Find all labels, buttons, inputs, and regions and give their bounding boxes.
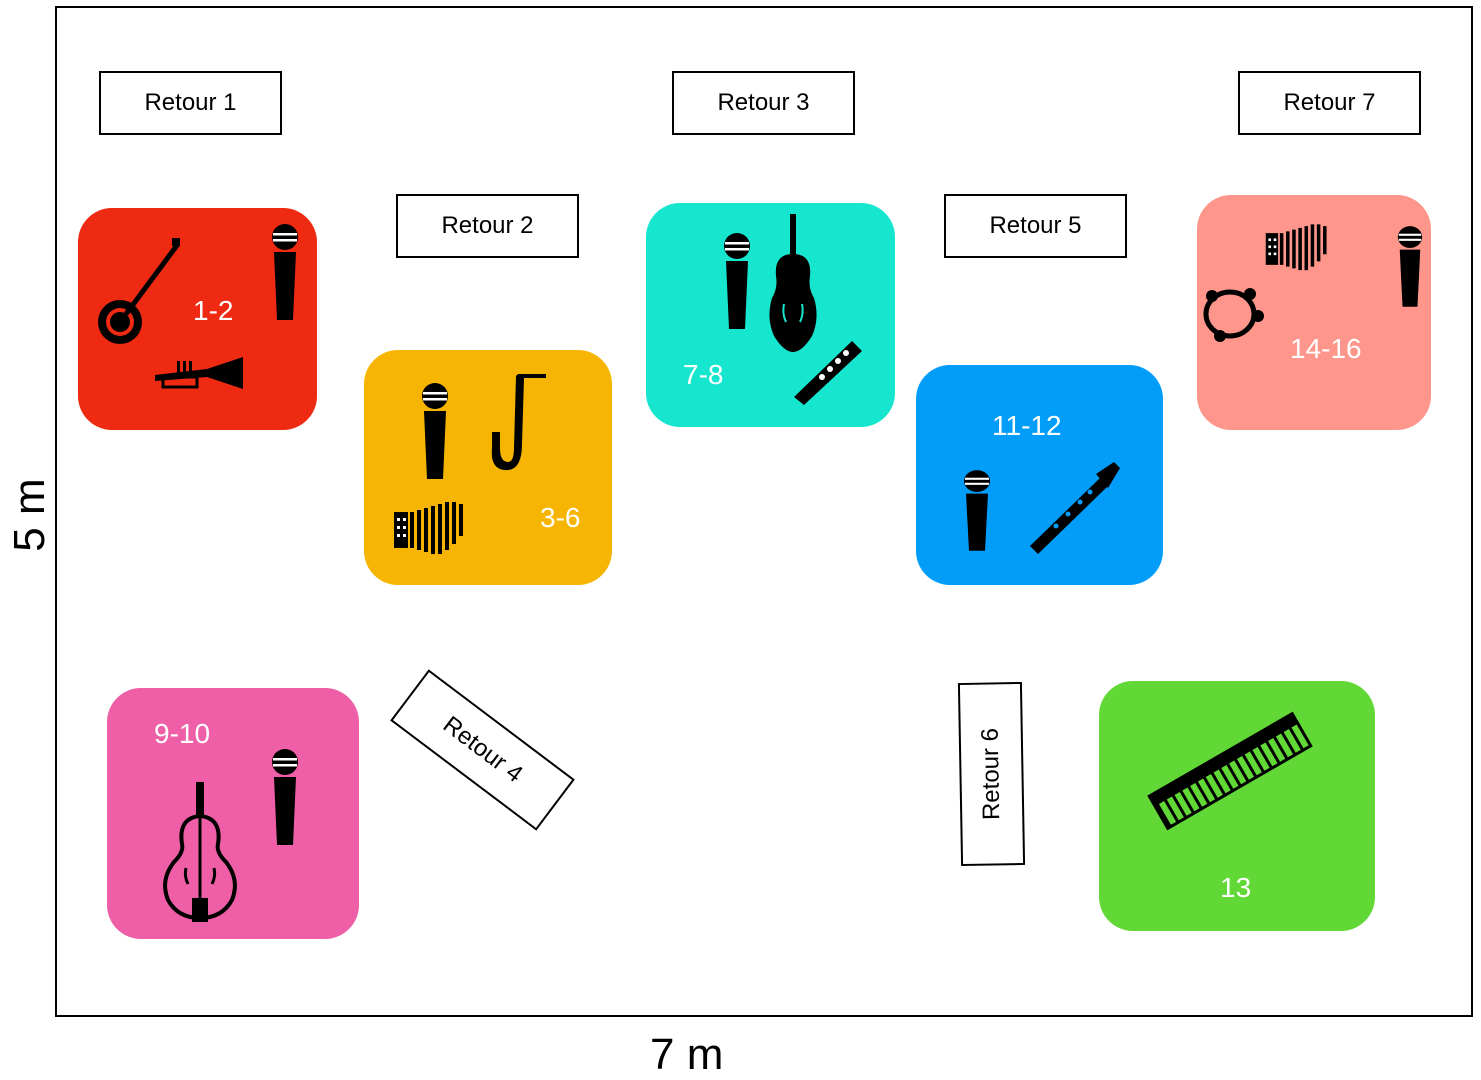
banjo-icon	[98, 238, 181, 344]
zone-13-label: 13	[1220, 872, 1252, 903]
zone-13	[1099, 681, 1375, 931]
saxophone-icon	[491, 374, 546, 471]
retour-1: Retour 1	[99, 71, 282, 135]
zone-9-10-label: 9-10	[154, 718, 211, 749]
trumpet-icon	[155, 357, 243, 389]
retour-7: Retour 7	[1238, 71, 1421, 135]
zone-14-16-label: 14-16	[1290, 333, 1362, 364]
width-dimension-label: 7 m	[650, 1030, 724, 1079]
keyboard-icon	[1147, 711, 1313, 831]
stage-area	[55, 6, 1473, 1017]
microphone-icon	[724, 233, 750, 329]
retour-6: Retour 6	[957, 681, 1026, 867]
violin-icon	[769, 214, 817, 352]
retour-2: Retour 2	[396, 194, 579, 258]
microphone-icon	[422, 383, 448, 479]
cello-icon	[163, 782, 237, 922]
retour-3: Retour 3	[672, 71, 855, 135]
microphone-icon	[272, 224, 298, 320]
tambourine-icon	[1203, 288, 1264, 342]
retour-5: Retour 5	[944, 194, 1127, 258]
zone-11-12-label: 11-12	[992, 410, 1062, 441]
height-dimension-label: 5 m	[5, 478, 54, 552]
zone-3-6-label: 3-6	[540, 502, 581, 533]
tin-whistle-icon	[794, 341, 862, 405]
clarinet-icon	[1030, 462, 1120, 554]
zone-7-8-label: 7-8	[683, 359, 724, 390]
accordion-icon	[1265, 224, 1327, 271]
microphone-icon	[964, 470, 990, 551]
microphone-icon	[1397, 226, 1423, 307]
accordion-icon	[394, 502, 463, 554]
microphone-icon	[272, 749, 298, 845]
zone-1-2-label: 1-2	[193, 295, 234, 326]
